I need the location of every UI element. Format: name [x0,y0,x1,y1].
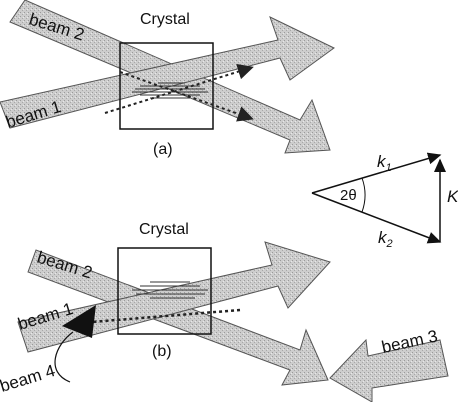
grating-a [132,82,208,99]
panel-b: Crystal beam 2 beam 1 beam 3 beam 4 (b) [0,221,449,402]
beam-1-a [0,16,335,129]
crystal-a [119,42,214,130]
dotted-ray-b [91,308,241,324]
angle-label: 2θ [340,187,357,204]
beam-4-label-b: beam 4 [0,361,57,396]
beam-2-b [27,249,329,386]
angle-arc [361,177,366,213]
panel-label-a: (a) [153,141,173,158]
beam-4-arrowhead [62,305,96,338]
crystal-b [117,247,212,335]
k2-label: k2 [378,228,393,250]
dotted-ray-a-2 [119,71,254,122]
wavevector-triangle: 2θ k1 k2 K [311,152,458,250]
crystal-label-b: Crystal [139,221,189,238]
k1-label: k1 [377,152,392,174]
k1-vector [311,152,442,194]
panel-label-b: (b) [152,343,172,360]
crystal-label-a: Crystal [140,11,190,28]
panel-a: Crystal beam 2 beam 1 (a) [0,0,335,158]
beam-1-b [17,241,331,353]
beam-3-b [329,338,449,402]
grating-b [132,281,208,299]
k2-vector [311,192,442,244]
beam-4-pointer [54,331,74,383]
K-label: K [447,187,458,206]
dotted-ray-a-1 [104,63,254,114]
